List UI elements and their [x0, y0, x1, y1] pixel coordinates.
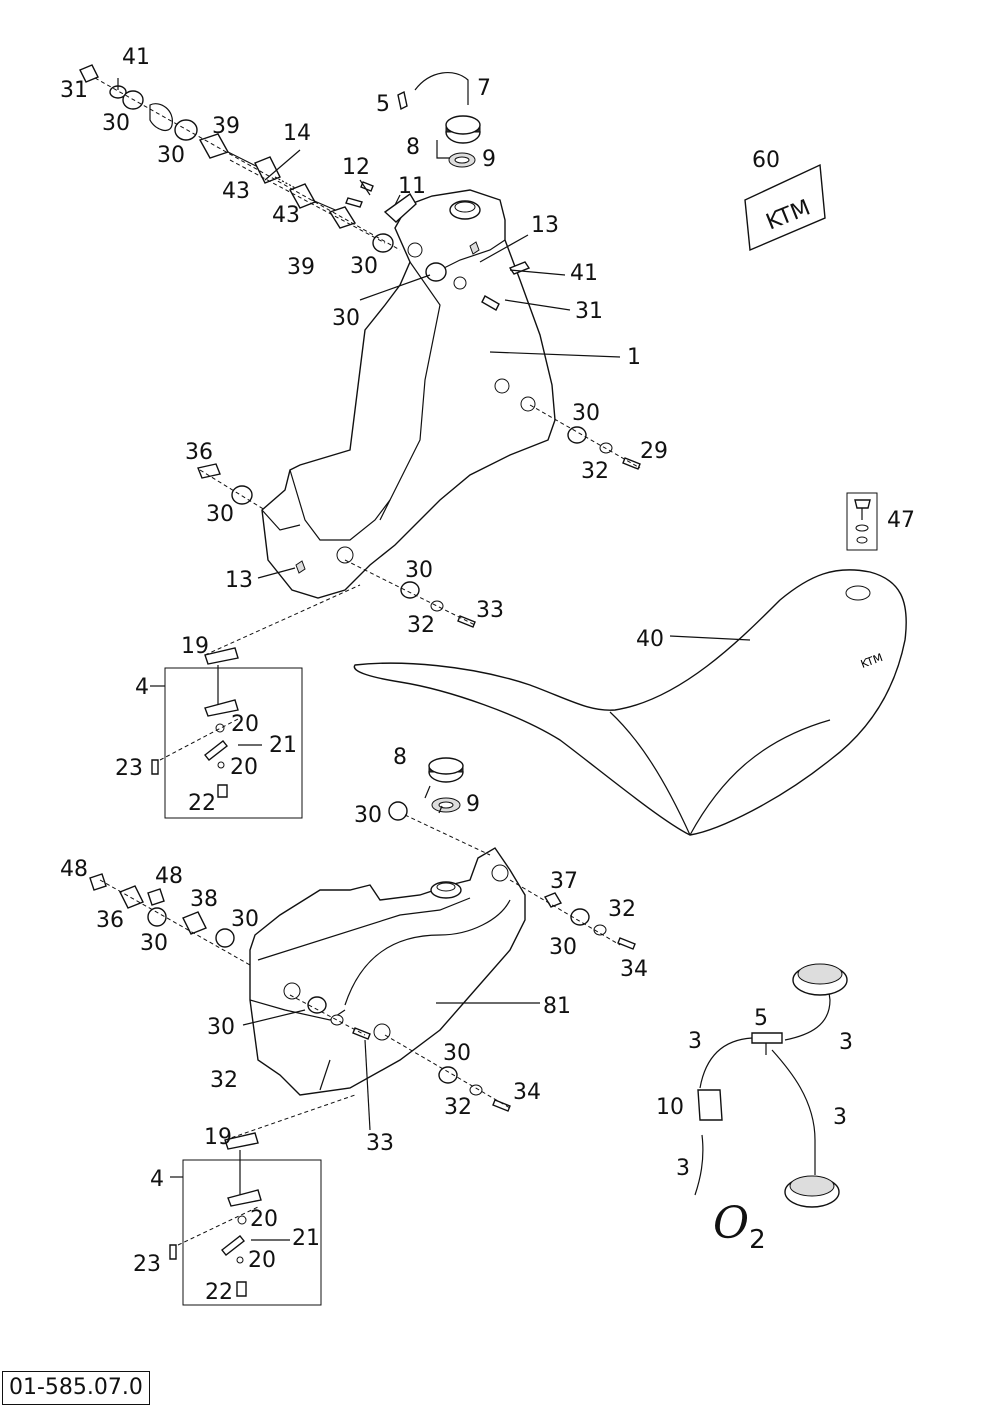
- callout-30: 30: [206, 502, 234, 527]
- callout-8: 8: [393, 745, 407, 770]
- callout-13: 13: [225, 568, 253, 593]
- callout-19: 19: [204, 1125, 232, 1150]
- callout-19: 19: [181, 634, 209, 659]
- callout-3: 3: [839, 1030, 853, 1055]
- callout-30: 30: [332, 306, 360, 331]
- callout-31: 31: [575, 299, 603, 324]
- callout-34: 34: [513, 1080, 541, 1105]
- callout-39: 39: [287, 255, 315, 280]
- variant-subscript: 2: [749, 1224, 766, 1255]
- seat: KTM: [353, 569, 907, 836]
- callout-21: 21: [292, 1226, 320, 1251]
- filler-cap-assembly-top: [397, 72, 481, 168]
- reference-code: 01-585.07.0: [2, 1371, 150, 1405]
- callout-22: 22: [188, 791, 216, 816]
- mounting-hardware-top-left: [79, 64, 531, 311]
- callout-39: 39: [212, 114, 240, 139]
- callout-20: 20: [230, 755, 258, 780]
- callout-30: 30: [350, 254, 378, 279]
- fuel-hose-assembly: [694, 963, 848, 1208]
- callout-48: 48: [155, 864, 183, 889]
- callout-9: 9: [482, 147, 496, 172]
- callout-32: 32: [210, 1068, 238, 1093]
- callout-3: 3: [676, 1156, 690, 1181]
- callout-7: 7: [477, 76, 491, 101]
- callout-9: 9: [466, 792, 480, 817]
- callout-20: 20: [250, 1207, 278, 1232]
- callout-60: 60: [752, 148, 780, 173]
- callout-23: 23: [115, 756, 143, 781]
- lower-fuel-tank: [249, 847, 526, 1096]
- callout-22: 22: [205, 1280, 233, 1305]
- callout-4: 4: [150, 1167, 164, 1192]
- callout-30: 30: [549, 935, 577, 960]
- callout-3: 3: [833, 1105, 847, 1130]
- callout-11: 11: [398, 174, 426, 199]
- callout-8: 8: [406, 135, 420, 160]
- callout-32: 32: [608, 897, 636, 922]
- leader-lines: [117, 78, 751, 1241]
- upper-fuel-tank: [261, 189, 556, 599]
- callout-30: 30: [157, 143, 185, 168]
- callout-32: 32: [581, 459, 609, 484]
- callout-33: 33: [476, 598, 504, 623]
- mounting-hardware-lower: [89, 757, 636, 1112]
- callout-21: 21: [269, 733, 297, 758]
- callout-31: 31: [60, 78, 88, 103]
- decal-60: KTM: [744, 163, 826, 252]
- callout-23: 23: [133, 1252, 161, 1277]
- callout-36: 36: [185, 440, 213, 465]
- callout-29: 29: [640, 439, 668, 464]
- callout-40: 40: [636, 627, 664, 652]
- fuel-tap-box-upper: [151, 584, 361, 819]
- callout-5: 5: [754, 1006, 768, 1031]
- callout-20: 20: [231, 712, 259, 737]
- callout-38: 38: [190, 887, 218, 912]
- callout-48: 48: [60, 857, 88, 882]
- callout-30: 30: [443, 1041, 471, 1066]
- callout-1: 1: [627, 345, 641, 370]
- callout-36: 36: [96, 908, 124, 933]
- callout-43: 43: [272, 203, 300, 228]
- mounting-hardware-upper-side: [197, 404, 641, 628]
- callout-10: 10: [656, 1095, 684, 1120]
- callout-30: 30: [207, 1015, 235, 1040]
- callout-labels: 41 31 30 30 39 14 43 43 39 12 11 30 5 7 …: [60, 45, 915, 1305]
- variant-marker: O2: [713, 1198, 766, 1255]
- callout-3: 3: [688, 1029, 702, 1054]
- callout-13: 13: [531, 213, 559, 238]
- callout-30: 30: [354, 803, 382, 828]
- callout-47: 47: [887, 508, 915, 533]
- callout-41: 41: [570, 261, 598, 286]
- variant-letter: O: [713, 1198, 750, 1249]
- callout-34: 34: [620, 957, 648, 982]
- callout-30: 30: [231, 907, 259, 932]
- callout-32: 32: [444, 1095, 472, 1120]
- fuel-tap-box-lower: [169, 1094, 356, 1306]
- callout-81: 81: [543, 994, 571, 1019]
- callout-30: 30: [572, 401, 600, 426]
- callout-5: 5: [376, 92, 390, 117]
- callout-37: 37: [550, 869, 578, 894]
- callout-30: 30: [102, 111, 130, 136]
- callout-41: 41: [122, 45, 150, 70]
- callout-20: 20: [248, 1248, 276, 1273]
- callout-30: 30: [140, 931, 168, 956]
- part-47-screw: [846, 492, 878, 551]
- callout-30: 30: [405, 558, 433, 583]
- callout-43: 43: [222, 179, 250, 204]
- callout-14: 14: [283, 121, 311, 146]
- callout-4: 4: [135, 675, 149, 700]
- callout-12: 12: [342, 155, 370, 180]
- callout-32: 32: [407, 613, 435, 638]
- callout-33: 33: [366, 1131, 394, 1156]
